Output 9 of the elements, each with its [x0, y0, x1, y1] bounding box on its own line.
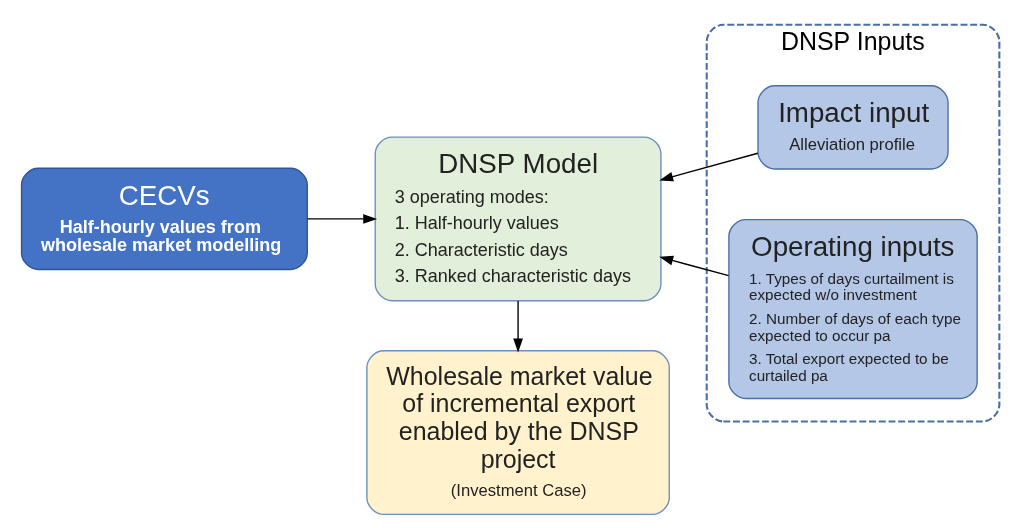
arrow	[659, 255, 730, 277]
arrow	[306, 214, 378, 224]
node-box: Operating inputs 1. Types of days curtailment is expected w/o investment 2. Number of days of each type expected to occur pa 3. Total export expected to be curtailed pa	[728, 218, 978, 400]
node-box: Wholesale market value of incremental export enabled by the DNSP project (Investment Case)	[366, 350, 670, 516]
arrow	[513, 300, 523, 353]
arrow	[659, 152, 759, 182]
node-box: DNSP Model 3 operating modes: 1. Half-hourly values 2. Characteristic days 3. Ranked characteristic days	[374, 136, 662, 302]
node-box: Impact input Alleviation profile	[757, 85, 949, 170]
node-box: CECVs Half-hourly values from wholesale market modelling	[20, 167, 308, 271]
